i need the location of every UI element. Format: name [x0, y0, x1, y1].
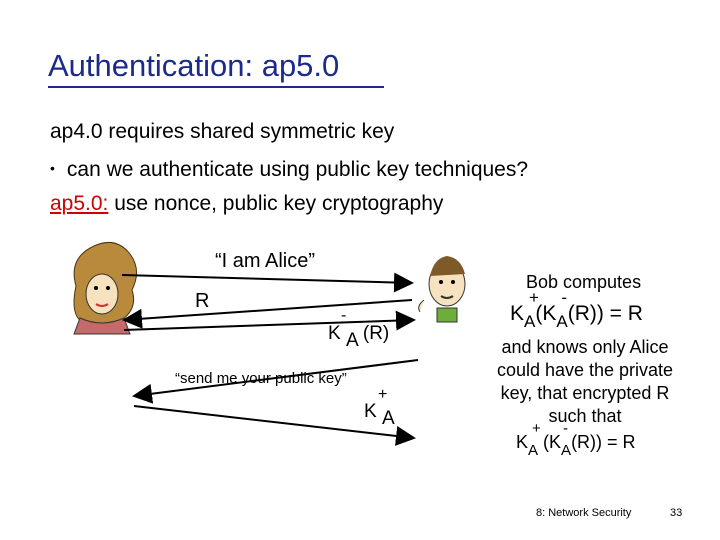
pub-k: K [364, 401, 377, 422]
bob-formula: K+A(K-A(R)) = R [510, 288, 643, 331]
message-r: R [195, 290, 210, 312]
title-underline [48, 86, 384, 88]
enc-sub: A [345, 330, 358, 351]
message-send-public-key: “send me your public key” [175, 370, 347, 387]
bob-formula-2: K+A (K-A(R)) = R [516, 420, 636, 459]
message-i-am-alice: “I am Alice” [215, 250, 316, 272]
bob-icon [418, 256, 466, 323]
bob-computes: Bob computes [526, 272, 642, 292]
footer-page-number: 33 [670, 507, 683, 519]
ap5-text: use nonce, public key cryptography [108, 192, 444, 215]
arrow-encrypted [123, 310, 416, 331]
enc-k: K [328, 323, 341, 344]
pub-sup: + [378, 386, 388, 403]
ap5-label: ap5.0: [50, 192, 109, 215]
arrow-i-am-alice [121, 272, 414, 293]
arrow-r [122, 299, 413, 329]
pub-sub: A [381, 408, 395, 429]
enc-sup: - [341, 307, 347, 324]
bob-knows-text: and knows only Alice could have the priv… [496, 337, 674, 426]
bullet-text: can we authenticate using public key tec… [66, 158, 529, 181]
text-line-3: ap5.0: use nonce, public key cryptograph… [50, 192, 443, 216]
footer-section: 8: Network Security [536, 507, 632, 519]
message-encrypted-r: K - A (R) [328, 307, 390, 351]
arrow-send-key [132, 359, 419, 404]
slide-title: Authentication: ap5.0 [48, 48, 340, 83]
enc-arg: (R) [357, 323, 390, 344]
text-line-1: ap4.0 requires shared symmetric key [50, 120, 395, 143]
alice-icon [73, 241, 137, 335]
bullet-icon: • [50, 160, 55, 176]
bullet-line: • can we authenticate using public key te… [50, 158, 528, 182]
arrow-public-key [133, 405, 416, 446]
message-public-key: K + A [364, 386, 395, 429]
